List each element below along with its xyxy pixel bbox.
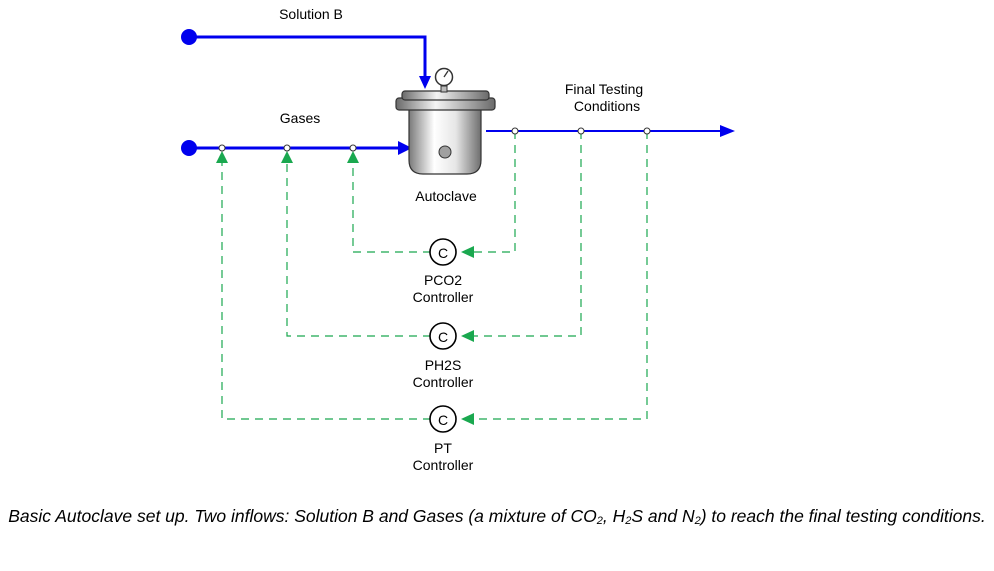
- figure-caption: Basic Autoclave set up. Two inflows: Sol…: [0, 500, 994, 533]
- controller-ph2s-name: PH2S: [425, 357, 462, 373]
- solution-b-source-node: [181, 29, 197, 45]
- solution-b-stream: [190, 35, 427, 78]
- controller-pco2: C PCO2 Controller: [413, 238, 474, 305]
- caption-part-4: ) to reach the final testing conditions.: [700, 506, 986, 526]
- controller-pco2-type: Controller: [413, 289, 474, 305]
- gases-source-node: [181, 140, 197, 156]
- final-testing-label-line1: Final Testing: [565, 81, 643, 97]
- caption-part-2: , H: [602, 506, 626, 526]
- tap-nodes: [218, 127, 651, 152]
- sight-glass-icon: [438, 145, 452, 159]
- controller-ph2s-symbol: C: [438, 329, 448, 345]
- controller-ph2s: C PH2S Controller: [413, 322, 474, 390]
- autoclave-label: Autoclave: [415, 188, 477, 204]
- controller-pt-name: PT: [434, 440, 452, 456]
- controller-pt: C PT Controller: [413, 405, 474, 473]
- gases-arrow: [398, 141, 412, 155]
- controller-pt-type: Controller: [413, 457, 474, 473]
- controller-signal-lines: [221, 131, 648, 420]
- controller-input-arrows: [461, 246, 474, 425]
- caption-sub-1: 2: [596, 515, 603, 527]
- autoclave-vessel: [395, 67, 496, 175]
- controller-pt-symbol: C: [438, 412, 448, 428]
- caption-part-3: S and N: [631, 506, 695, 526]
- controller-ph2s-type: Controller: [413, 374, 474, 390]
- gases-label: Gases: [280, 110, 320, 126]
- control-output-arrows: [216, 151, 359, 163]
- controller-pco2-name: PCO2: [424, 272, 462, 288]
- solution-b-label: Solution B: [279, 6, 343, 22]
- outlet-arrow: [720, 125, 735, 137]
- controller-pco2-symbol: C: [438, 245, 448, 261]
- caption-sub-3: 2: [694, 515, 701, 527]
- caption-sub-2: 2: [625, 515, 632, 527]
- final-testing-label-line2: Conditions: [574, 98, 640, 114]
- caption-part-1: Basic Autoclave set up. Two inflows: Sol…: [8, 506, 597, 526]
- solution-b-arrow: [419, 76, 431, 89]
